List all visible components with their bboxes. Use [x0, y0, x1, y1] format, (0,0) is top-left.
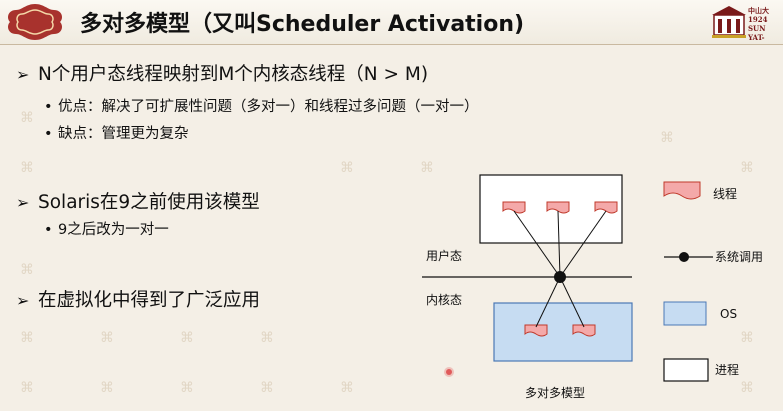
title-bar: 多对多模型（又叫Scheduler Activation) 中山大 1924 S…	[0, 0, 783, 45]
connector-line	[559, 276, 585, 328]
pointer-cursor-icon	[446, 369, 452, 375]
legend-process-icon	[663, 358, 709, 382]
connector-line	[535, 276, 561, 328]
legend-process-label: 进程	[715, 362, 739, 377]
bullet-solaris: ➢Solaris在9之前使用该模型	[16, 192, 260, 213]
legend-thread-label: 线程	[713, 186, 737, 201]
dot-bullet-icon: •	[44, 126, 53, 142]
university-logo-icon	[712, 6, 746, 38]
kernel-thread-2	[572, 324, 596, 337]
sub-bullet-solaris: •9之后改为一对一	[44, 222, 169, 238]
legend-thread-icon	[663, 181, 701, 200]
diagram-caption: 多对多模型	[525, 386, 585, 400]
connector-line	[557, 210, 561, 278]
legend-os-icon	[663, 301, 707, 326]
arrow-bullet-icon: ➢	[16, 65, 30, 84]
kernel-thread-1	[524, 324, 548, 337]
sub-bullet-disadvantage: •缺点：管理更为复杂	[44, 126, 189, 142]
legend-os-label: OS	[720, 307, 737, 321]
connector-line	[513, 210, 561, 278]
university-logo-text: 中山大 1924 SUN YAT-	[748, 6, 769, 42]
arrow-bullet-icon: ➢	[16, 193, 30, 212]
user-thread-3	[594, 201, 618, 214]
kernel-mode-label: 内核态	[426, 293, 462, 307]
dot-bullet-icon: •	[44, 222, 53, 238]
many-to-many-diagram: 用户态 内核态 多对多模型 线程 系统调用 OS 进程	[422, 174, 763, 400]
page-title: 多对多模型（又叫Scheduler Activation)	[80, 12, 525, 37]
user-mode-label: 用户态	[426, 248, 462, 263]
bullet-mapping: ➢N个用户态线程映射到M个内核态线程（N > M)	[16, 64, 429, 85]
sub-bullet-advantage: •优点：解决了可扩展性问题（多对一）和线程过多问题（一对一）	[44, 99, 479, 115]
dot-bullet-icon: •	[44, 99, 53, 115]
bullet-virtualization: ➢在虚拟化中得到了广泛应用	[16, 290, 261, 311]
os-box	[493, 302, 633, 362]
connector-line	[559, 210, 607, 278]
emblem-icon	[8, 4, 62, 40]
legend-syscall-label: 系统调用	[715, 250, 763, 264]
legend-syscall-icon	[679, 252, 689, 262]
arrow-bullet-icon: ➢	[16, 291, 30, 310]
syscall-point	[554, 271, 566, 283]
